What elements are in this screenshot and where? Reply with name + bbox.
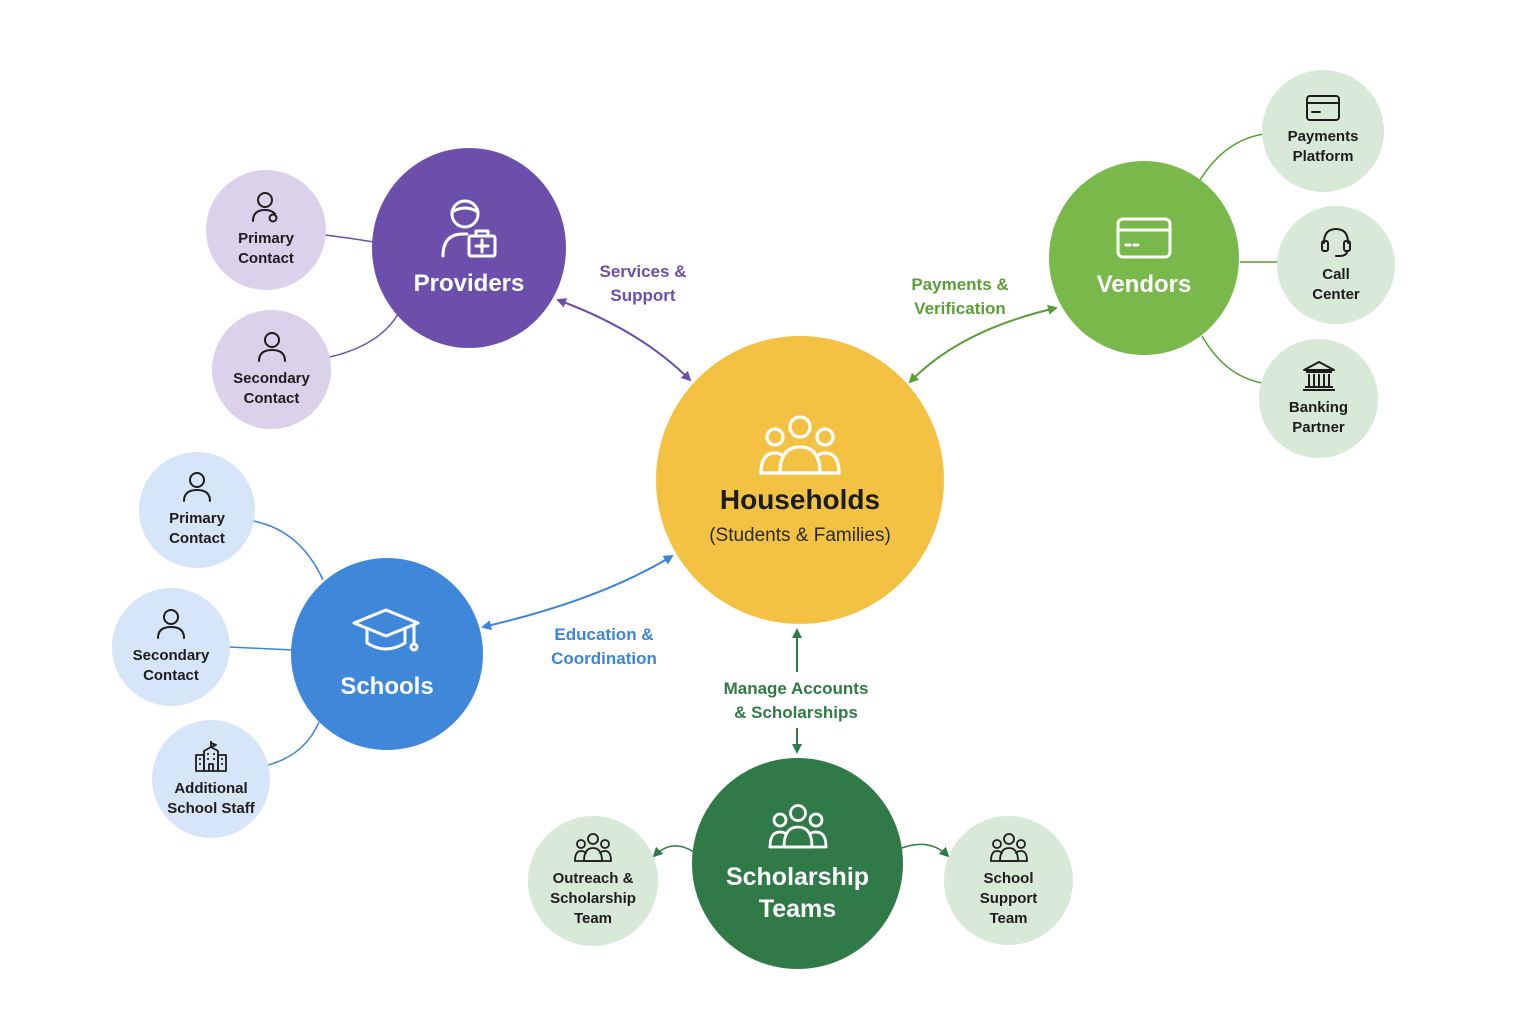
link-schools-staff bbox=[267, 721, 320, 766]
schools-additional-staff[interactable]: Additional School Staff bbox=[152, 720, 270, 838]
medical-worker-icon bbox=[441, 199, 497, 258]
edge-label-payments: Payments & Verification bbox=[911, 275, 1009, 318]
providers-primary-contact[interactable]: Primary Contact bbox=[206, 170, 326, 290]
households-subtitle: (Students & Families) bbox=[709, 524, 891, 546]
user-icon bbox=[183, 472, 211, 502]
card-icon bbox=[1306, 95, 1340, 121]
edge-providers-households bbox=[556, 298, 692, 382]
link-vendors-payments bbox=[1199, 133, 1265, 181]
contact-label: Outreach & Scholarship Team bbox=[550, 870, 636, 927]
vendors-call-center[interactable]: Call Center bbox=[1277, 206, 1395, 324]
team-icon bbox=[989, 832, 1028, 862]
edge-label-education: Education & Coordination bbox=[551, 625, 657, 668]
contact-label: Additional School Staff bbox=[167, 780, 255, 817]
scholarship-school-support-team[interactable]: School Support Team bbox=[944, 816, 1073, 945]
contact-label: Banking Partner bbox=[1288, 398, 1349, 436]
contact-label: School Support Team bbox=[979, 869, 1038, 927]
contact-label: Call Center bbox=[1312, 266, 1360, 303]
schools-primary-contact[interactable]: Primary Contact bbox=[139, 452, 255, 568]
households-node[interactable]: Households (Students & Families) bbox=[656, 336, 944, 624]
headset-icon bbox=[1321, 227, 1351, 257]
scholarship-outreach-team[interactable]: Outreach & Scholarship Team bbox=[528, 816, 658, 946]
edge-vendors-households bbox=[908, 304, 1058, 384]
graduation-cap-icon bbox=[352, 608, 420, 652]
schools-title: Schools bbox=[340, 672, 434, 700]
user-icon bbox=[157, 609, 185, 639]
people-group-icon bbox=[759, 415, 841, 475]
schools-node[interactable]: Schools bbox=[291, 558, 483, 750]
link-vendors-banking bbox=[1201, 335, 1263, 384]
contact-label: Primary Contact bbox=[169, 510, 225, 547]
user-icon bbox=[252, 192, 278, 223]
vendors-node[interactable]: Vendors bbox=[1049, 161, 1239, 355]
schools-secondary-contact[interactable]: Secondary Contact bbox=[112, 588, 230, 706]
credit-card-icon bbox=[1116, 217, 1172, 259]
contact-label: Secondary Contact bbox=[132, 647, 210, 684]
bank-icon bbox=[1302, 360, 1335, 391]
edge-label-services: Services & Support bbox=[599, 262, 687, 305]
providers-node[interactable]: Providers bbox=[372, 148, 566, 348]
contact-label: Secondary Contact bbox=[233, 369, 310, 407]
edge-schools-households bbox=[481, 554, 674, 631]
contact-label: Payments Platform bbox=[1287, 128, 1359, 165]
vendors-banking-partner[interactable]: Banking Partner bbox=[1259, 339, 1378, 458]
contact-label: Primary Contact bbox=[238, 230, 294, 267]
link-scholarship-support bbox=[901, 843, 950, 858]
team-icon bbox=[768, 803, 827, 848]
link-schools-secondary bbox=[229, 646, 293, 651]
user-icon bbox=[257, 331, 286, 362]
link-providers-secondary bbox=[329, 313, 399, 358]
link-providers-primary bbox=[324, 234, 375, 243]
providers-secondary-contact[interactable]: Secondary Contact bbox=[212, 310, 331, 429]
edge-label-manage: Manage Accounts & Scholarships bbox=[723, 679, 869, 722]
scholarship-teams-node[interactable]: Scholarship Teams bbox=[692, 758, 903, 969]
team-icon bbox=[574, 833, 612, 862]
vendors-payments-platform[interactable]: Payments Platform bbox=[1262, 70, 1384, 192]
vendors-title: Vendors bbox=[1096, 270, 1192, 298]
providers-title: Providers bbox=[413, 269, 525, 297]
link-schools-primary bbox=[252, 520, 324, 581]
scholarship-title: Scholarship Teams bbox=[725, 862, 870, 923]
school-building-icon bbox=[195, 741, 227, 772]
households-title: Households bbox=[719, 484, 881, 516]
link-scholarship-outreach bbox=[652, 845, 695, 858]
